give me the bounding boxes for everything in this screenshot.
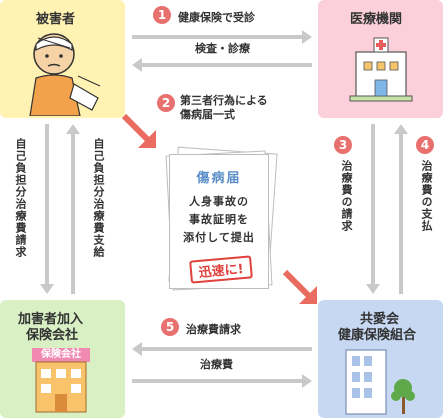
step-3-badge: 3 [334,136,352,154]
arrow-insurer-to-victim [66,124,80,294]
arrow-kyoaikai-to-insurer [132,342,312,356]
document-line-2: 事故証明を [189,213,249,226]
treatment-fee-label: 治療費 [200,358,233,371]
arrow-insurer-to-kyoaikai [132,374,312,388]
self-pay-payment-label: 自己負担分治療費支給 [92,138,105,258]
insurer-title-line2: 保険会社 [26,328,79,343]
kyoaikai-node: 共愛会 健康保険組合 [318,300,443,418]
step-2-label-line2: 傷病届一式 [180,108,235,121]
step-5-label: 治療費請求 [186,323,241,336]
injury-report-document: 傷病届 人身事故の 事故証明を 添付して提出 迅速に! [165,146,278,291]
document-line-1: 人身事故の [189,195,249,208]
arrow-hospital-to-victim [132,58,312,72]
hospital-building-icon [349,37,413,102]
step-3-label: 治療費の請求 [340,160,353,232]
step-4-label: 治療費の支払 [420,160,433,232]
self-pay-claim-label: 自己負担分治療費請求 [14,138,27,258]
step-1-label: 健康保険で受診 [178,11,255,24]
insurance-building-icon: 保険会社 [30,344,92,414]
exam-treatment-label: 検査・診療 [195,42,250,55]
arrow-victim-to-insurer [40,124,54,294]
urgent-stamp: 迅速に! [189,255,253,284]
arrow-victim-to-document [122,114,156,148]
hospital-title: 医療機関 [350,12,403,27]
step-2-badge: 2 [157,94,175,112]
arrow-kyoaikai-to-hospital [394,124,408,294]
office-building-icon [345,349,415,415]
victim-node: 被害者 [0,0,125,118]
arrow-hospital-to-kyoaikai [366,124,380,294]
arrow-victim-to-hospital [132,30,312,44]
step-2-label-line1: 第三者行為による [180,94,268,107]
victim-title: 被害者 [36,12,76,27]
document-title: 傷病届 [196,171,242,186]
hospital-node: 医療機関 [318,0,443,118]
injured-person-icon [29,33,101,116]
document-front-sheet: 傷病届 人身事故の 事故証明を 添付して提出 迅速に! [169,154,269,289]
arrow-document-to-kyoaikai [283,270,317,304]
step-4-badge: 4 [416,136,434,154]
insurer-title-line1: 加害者加入 [18,312,84,327]
step-1-badge: 1 [153,6,171,24]
insurer-sign: 保険会社 [41,349,81,360]
insurer-node: 加害者加入 保険会社 保険会社 [0,300,125,418]
kyoaikai-title-line2: 健康保険組合 [338,328,417,343]
step-5-badge: 5 [161,318,179,336]
kyoaikai-title-line1: 共愛会 [360,312,400,327]
document-line-3: 添付して提出 [183,231,255,244]
